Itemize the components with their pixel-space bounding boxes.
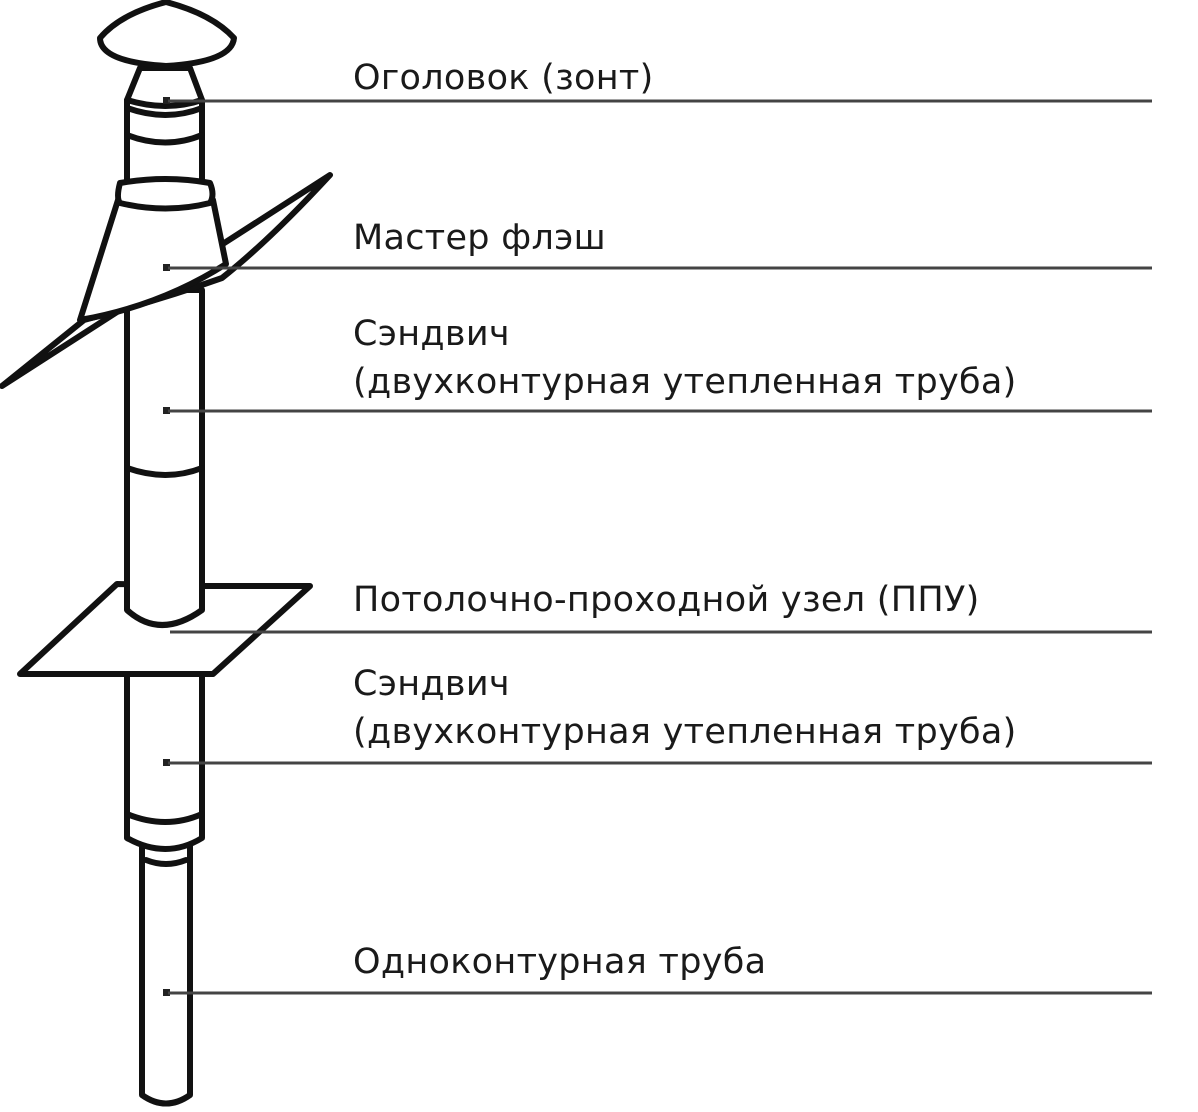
upper-sandwich-pipe: [124, 287, 205, 628]
label-upper-sandwich-title: Сэндвич: [353, 314, 510, 354]
single-wall-pipe: [139, 827, 193, 1107]
chimney-cap: [97, 0, 237, 109]
leader-lines: [163, 97, 1152, 996]
label-single-pipe: Одноконтурная труба: [353, 942, 767, 982]
label-ppu: Потолочно-проходной узел (ППУ): [353, 580, 980, 620]
label-cap: Оголовок (зонт): [353, 58, 654, 98]
top-pipe-section: [115, 97, 216, 212]
label-lower-sandwich-desc: (двухконтурная утепленная труба): [353, 712, 1017, 752]
master-flash: [0, 172, 333, 389]
label-master-flash: Мастер флэш: [353, 218, 606, 258]
label-lower-sandwich-title: Сэндвич: [353, 664, 510, 704]
label-upper-sandwich-desc: (двухконтурная утепленная труба): [353, 362, 1017, 402]
